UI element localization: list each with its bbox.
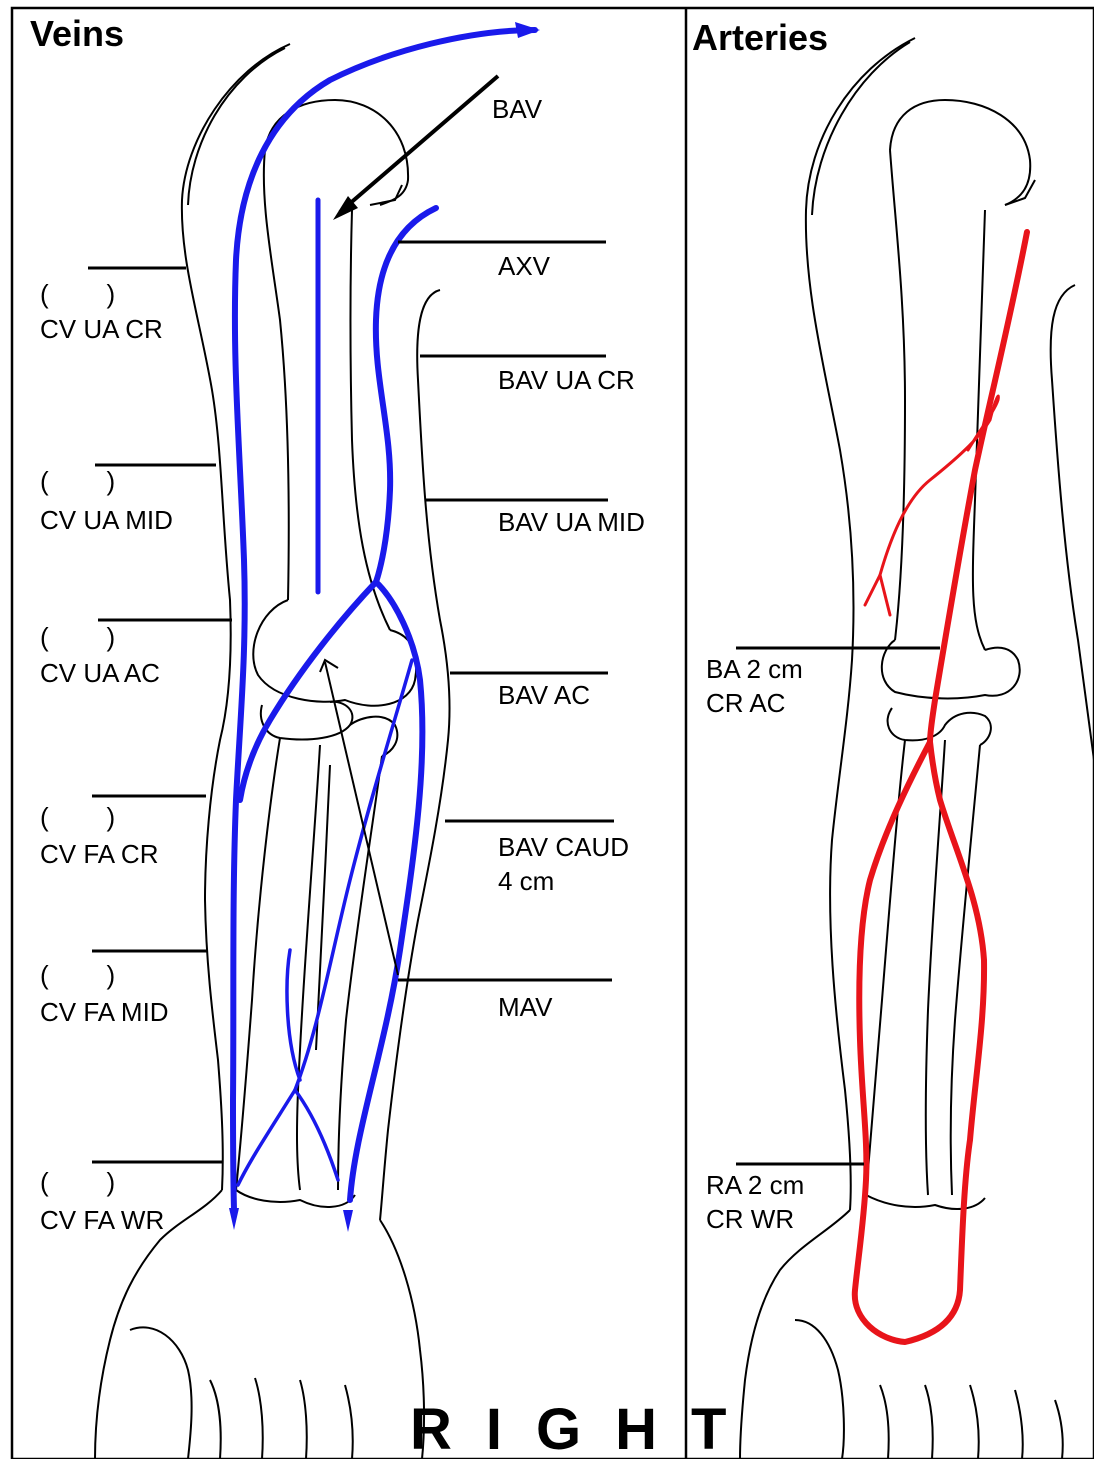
vein-arrow-top [515,22,540,38]
vein-label-cv-fa-mid: CV FA MID [40,995,169,1029]
vein-label-cv-ua-mid: CV UA MID [40,503,173,537]
veins-title: Veins [30,14,124,54]
vein-label-paren: ( ) [40,466,115,496]
artery-label-ra: RA 2 cm CR WR [706,1168,804,1236]
vein-label-bav: BAV [492,92,542,126]
vein-label-paren: ( ) [40,1167,115,1197]
vein-label-bav-ua-cr: BAV UA CR [498,363,635,397]
side-label: RIGHT [410,1400,760,1460]
vein-label-axv: AXV [498,249,550,283]
vein-label-mav: MAV [498,990,552,1024]
vein-label-paren: ( ) [40,622,115,652]
vein-label-bav-caud: BAV CAUD 4 cm [498,830,629,898]
vein-arrow-right [343,1210,353,1232]
radial-artery [855,742,984,1342]
vein-label-cv-ua-ac: CV UA AC [40,656,160,690]
vein-arrow-left [229,1208,239,1230]
vein-label-paren: ( ) [40,279,115,309]
artery-paths [855,232,1027,1342]
brachial-artery [930,232,1027,742]
artery-label-ba: BA 2 cm CR AC [706,652,803,720]
median-cubital-vein [240,582,376,800]
vein-label-paren: ( ) [40,802,115,832]
left-arm-outline [95,44,450,1459]
vein-label-cv-fa-wr: CV FA WR [40,1203,164,1237]
annotation-arrows [333,76,498,220]
vein-label-bav-ua-mid: BAV UA MID [498,505,645,539]
vein-label-paren: ( ) [40,960,115,990]
vein-label-cv-ua-cr: CV UA CR [40,312,163,346]
vein-label-bav-ac: BAV AC [498,678,590,712]
arteries-title: Arteries [692,18,828,58]
artery-leader-lines [736,648,940,1164]
vein-label-cv-fa-cr: CV FA CR [40,837,158,871]
right-arm-outline [740,38,1094,1459]
